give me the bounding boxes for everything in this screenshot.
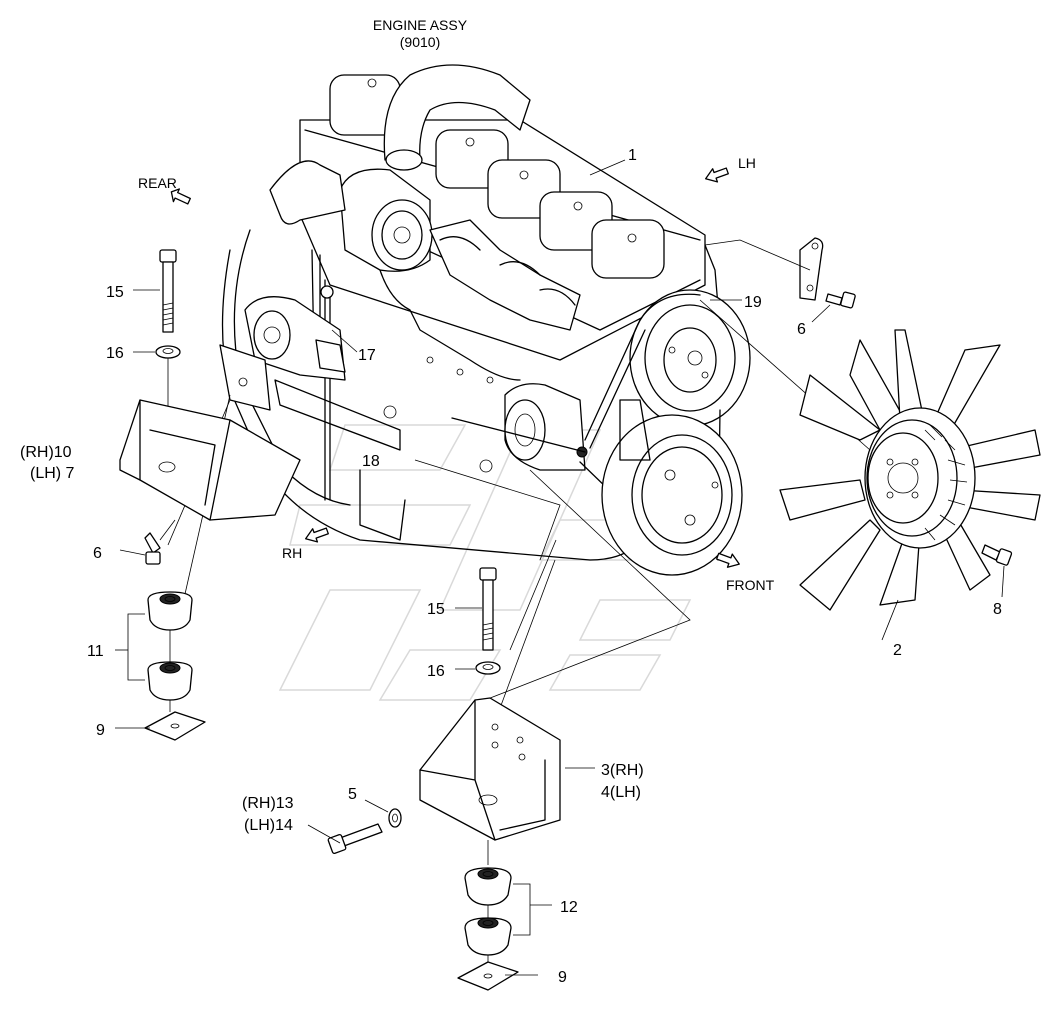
callout-15-lower: 15 [427, 601, 445, 618]
direction-rh: RH [282, 545, 302, 561]
title-line1: ENGINE ASSY [373, 17, 468, 33]
callout-14: (LH)14 [244, 817, 293, 834]
direction-rear: REAR [138, 175, 177, 191]
left-mount-hardware [119, 249, 301, 741]
engine-assembly [219, 64, 824, 576]
direction-arrows [170, 167, 740, 568]
callout-10: (RH)10 [20, 444, 72, 461]
callout-12: 12 [560, 899, 578, 916]
direction-lh: LH [738, 155, 756, 171]
front-arrow-icon [715, 552, 740, 568]
right-mount-hardware [327, 567, 561, 991]
callout-9-left: 9 [96, 722, 105, 739]
title-line2: (9010) [400, 34, 440, 50]
callout-16-lower: 16 [427, 663, 445, 680]
fan-assembly [779, 329, 1041, 611]
direction-front: FRONT [726, 577, 775, 593]
callout-11: 11 [87, 643, 104, 660]
callout-3: 3(RH) [601, 762, 644, 779]
bolt-8 [981, 544, 1013, 566]
callout-2: 2 [893, 642, 902, 659]
callout-1: 1 [628, 147, 637, 164]
callout-19: 19 [744, 294, 762, 311]
callout-leaders [115, 159, 1005, 976]
bolt-6-upper [825, 291, 856, 309]
callout-6-upper: 6 [797, 321, 806, 338]
callout-15-upper: 15 [106, 284, 124, 301]
callout-17: 17 [358, 347, 376, 364]
callout-18: 18 [362, 453, 380, 470]
callout-16-upper: 16 [106, 345, 124, 362]
callout-9-lower: 9 [558, 969, 567, 986]
rear-arrow-icon [170, 188, 191, 205]
callout-7: (LH) 7 [30, 465, 75, 482]
callout-4: 4(LH) [601, 784, 641, 801]
callout-8: 8 [993, 601, 1002, 618]
callout-13: (RH)13 [242, 795, 294, 812]
rh-arrow-icon [305, 527, 329, 543]
callout-6-left: 6 [93, 545, 102, 562]
lh-arrow-icon [705, 167, 729, 183]
callout-5: 5 [348, 786, 357, 803]
